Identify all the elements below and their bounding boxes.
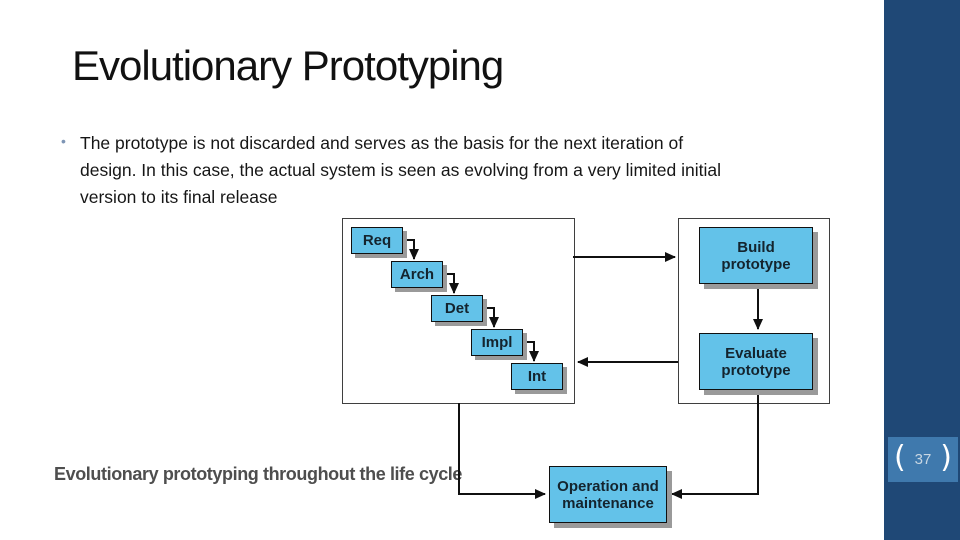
bullet-line-1: The prototype is not discarded and serve… xyxy=(80,133,684,153)
build-prototype-box: Build prototype xyxy=(699,227,813,284)
bracket-close: ) xyxy=(940,439,952,475)
build-prototype-label: Build prototype xyxy=(721,238,791,273)
arrow-waterfall-to-operation xyxy=(458,403,546,499)
stage-label-det: Det xyxy=(444,300,470,317)
bracket-open: ( xyxy=(894,439,906,475)
bullet-marker: • xyxy=(61,133,66,149)
stage-label-arch: Arch xyxy=(399,266,435,283)
sidebar-accent-bar: ( 37 ) xyxy=(884,0,960,540)
stage-box-det: Det xyxy=(431,295,483,322)
stage-label-req: Req xyxy=(362,232,392,249)
stage-box-int: Int xyxy=(511,363,563,390)
figure-caption: Evolutionary prototyping throughout the … xyxy=(54,464,463,484)
bullet-line-3: version to its final release xyxy=(80,187,278,207)
stage-box-arch: Arch xyxy=(391,261,443,288)
operation-maintenance-label: Operation and maintenance xyxy=(557,477,659,512)
evaluate-prototype-box: Evaluate prototype xyxy=(699,333,813,390)
stage-box-impl: Impl xyxy=(471,329,523,356)
arrow-evaluate-to-operation xyxy=(671,391,759,499)
page-number-badge: ( 37 ) xyxy=(888,437,958,482)
stage-label-impl: Impl xyxy=(481,334,513,351)
evaluate-prototype-label: Evaluate prototype xyxy=(721,344,791,379)
bullet-line-2: design. In this case, the actual system … xyxy=(80,160,721,180)
stage-label-int: Int xyxy=(527,368,547,385)
operation-maintenance-box: Operation and maintenance xyxy=(549,466,667,523)
bullet-paragraph: The prototype is not discarded and serve… xyxy=(80,130,721,211)
stage-box-req: Req xyxy=(351,227,403,254)
page-number: 37 xyxy=(914,451,932,468)
slide-title: Evolutionary Prototyping xyxy=(72,42,504,89)
